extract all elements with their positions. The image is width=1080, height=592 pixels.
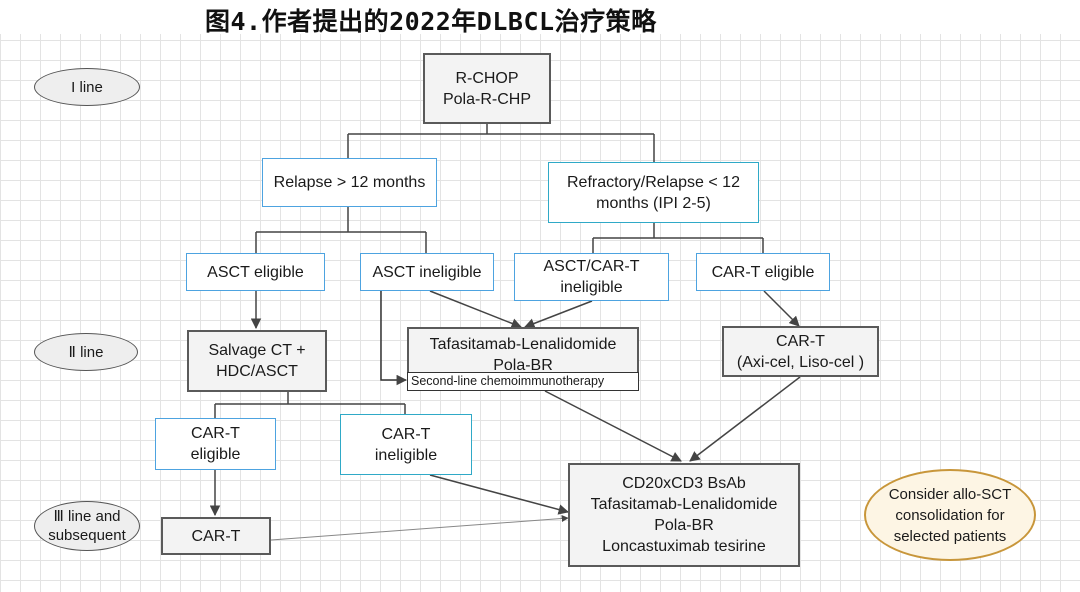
asct-cart-ineligible-box: ASCT/CAR-T ineligible (514, 253, 669, 301)
final-line-box: CD20xCD3 BsAb Tafasitamab-Lenalidomide P… (568, 463, 800, 567)
allo-sct-text-3: selected patients (893, 527, 1007, 545)
final-line-text-2: Tafasitamab-Lenalidomide (590, 496, 778, 513)
first-line-regimen-1: R-CHOP (455, 69, 519, 87)
cart-third-text: CAR-T (191, 527, 241, 545)
final-line-text-4: Loncastuximab tesirine (602, 538, 766, 555)
final-line-text-1: CD20xCD3 BsAb (622, 475, 746, 492)
cart-eligible-third-box: CAR-T eligible (155, 418, 276, 470)
salvage-text-1: Salvage CT + (208, 342, 306, 359)
cart-eligible-box: CAR-T eligible (696, 253, 830, 291)
allo-sct-text-1: Consider allo-SCT (888, 485, 1012, 503)
asct-cart-ineligible-text-2: ineligible (560, 279, 623, 296)
cart-ineligible-third-text-1: CAR-T (381, 425, 431, 443)
refractory-text-2: months (IPI 2-5) (596, 194, 711, 212)
tafa-box-text-1: Tafasitamab-Lenalidomide (429, 336, 617, 353)
final-line-text-3: Pola-BR (654, 517, 714, 534)
first-line-regimen-2: Pola-R-CHP (442, 90, 531, 108)
refractory-text-1: Refractory/Relapse < 12 (567, 173, 740, 191)
allo-sct-ellipse: Consider allo-SCT consolidation for sele… (864, 469, 1036, 561)
cart-third-box: CAR-T (161, 517, 271, 555)
relapse-late-box: Relapse > 12 months (262, 158, 437, 207)
second-line-text: Ⅱ line (68, 343, 104, 361)
asct-cart-ineligible-text-1: ASCT/CAR-T (543, 258, 640, 275)
title-band (0, 0, 1080, 34)
asct-ineligible-text: ASCT ineligible (372, 263, 482, 281)
cart-eligible-third-text-1: CAR-T (191, 425, 240, 442)
salvage-text-2: HDC/ASCT (216, 363, 298, 380)
refractory-box: Refractory/Relapse < 12 months (IPI 2-5) (548, 162, 759, 223)
salvage-box: Salvage CT + HDC/ASCT (187, 330, 327, 392)
allo-sct-text-2: consolidation for (895, 506, 1005, 524)
first-line-label: I line (34, 68, 140, 106)
arrow-cart-third-to-final (270, 514, 569, 541)
first-line-text: I line (71, 78, 103, 96)
connector-salvage-split (214, 392, 406, 418)
asct-ineligible-box: ASCT ineligible (360, 253, 494, 291)
tafa-box-text-2: Pola-BR (493, 357, 553, 374)
connector-first-split (347, 124, 655, 162)
asct-eligible-text: ASCT eligible (207, 263, 304, 281)
second-line-chemo-label: Second-line chemoimmunotherapy (407, 372, 639, 391)
cart-eligible-text: CAR-T eligible (711, 263, 815, 281)
arrow-cart-eligible-to-cart (763, 290, 800, 327)
connector-refractory-split (592, 223, 764, 253)
arrow-tafa-to-final (544, 390, 682, 462)
third-line-label: Ⅲ line and subsequent (34, 501, 140, 551)
cart-product-box: CAR-T (Axi-cel, Liso-cel ) (722, 326, 879, 377)
third-line-text-2: subsequent (48, 527, 126, 544)
page-title: 图4.作者提出的2022年DLBCL治疗策略 (205, 7, 657, 36)
second-line-label: Ⅱ line (34, 333, 138, 371)
cart-ineligible-third-text-2: ineligible (374, 446, 438, 464)
first-line-box: R-CHOP Pola-R-CHP (423, 53, 551, 124)
cart-ineligible-third-box: CAR-T ineligible (340, 414, 472, 475)
arrow-asct-cart-ineligible-to-tafa (524, 300, 593, 329)
connector-relapse-split (255, 207, 427, 253)
arrow-cart-ineligible-to-final (429, 474, 570, 515)
arrow-ineligible-to-second-line (380, 291, 408, 386)
relapse-late-text: Relapse > 12 months (273, 174, 426, 191)
arrow-cart-to-final (689, 376, 801, 462)
cart-product-text-1: CAR-T (776, 332, 825, 350)
cart-product-text-2: (Axi-cel, Liso-cel ) (736, 353, 865, 371)
cart-eligible-third-text-2: eligible (190, 446, 241, 463)
asct-eligible-box: ASCT eligible (186, 253, 325, 291)
arrow-ineligible-to-tafa (429, 290, 522, 329)
third-line-text-1: Ⅲ line and (53, 508, 121, 525)
